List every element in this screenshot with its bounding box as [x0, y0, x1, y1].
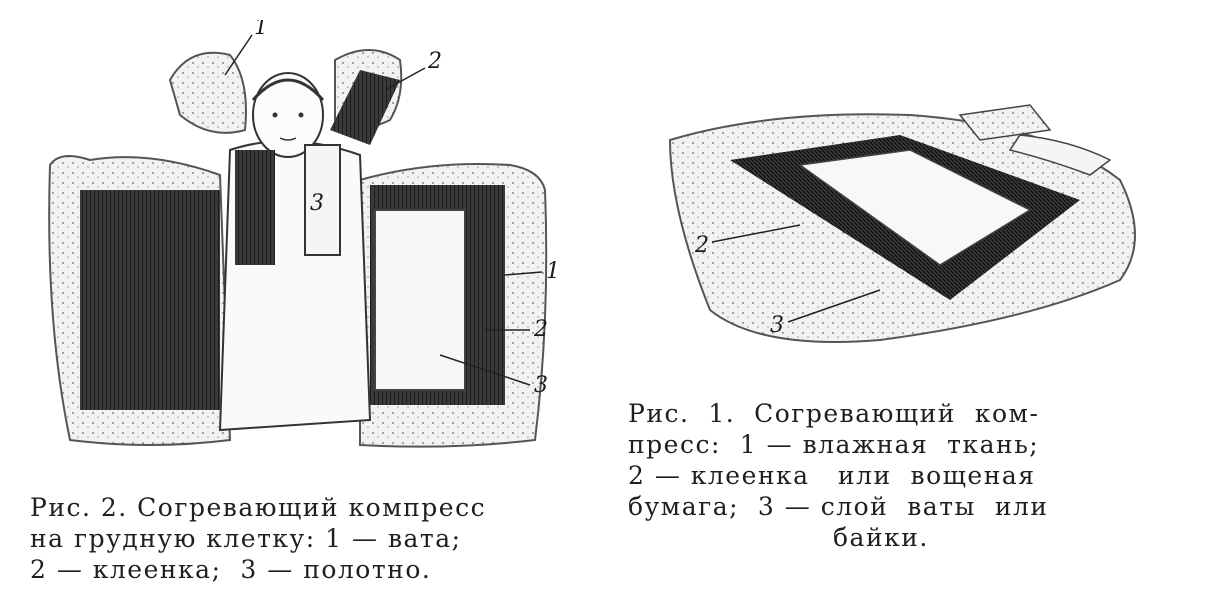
figure-1-caption: Рис. 1. Согревающий ком- пресс: 1 — влаж…	[628, 398, 1198, 553]
cotton-wool-top-left	[168, 51, 247, 134]
caption-line: 2 — клеенка; 3 — полотно.	[30, 555, 432, 584]
caption-line: Рис. 2. Согревающий компресс	[30, 493, 487, 522]
callout-3-right: 3	[534, 373, 548, 398]
linen-right	[374, 209, 466, 391]
figure-1-illustration: 2 3	[668, 104, 1136, 343]
oilcloth-left	[80, 190, 220, 410]
caption-line: Рис. 1. Согревающий ком-	[628, 399, 1040, 428]
oilcloth-top-right	[330, 70, 400, 145]
callout-3-mid: 3	[310, 191, 324, 216]
moist-cloth-layer	[798, 149, 1032, 266]
callout-1-right: 1	[546, 259, 560, 284]
child-head	[252, 72, 324, 158]
figure-2-caption: Рис. 2. Согревающий компресс на грудную …	[30, 492, 620, 585]
callout-2-right: 2	[533, 317, 548, 342]
callout-3: 3	[770, 313, 784, 338]
folded-cloth	[958, 104, 1052, 141]
figure-2-illustration: 1 2 3 1 2 3	[48, 20, 560, 448]
caption-line: на грудную клетку: 1 — вата;	[30, 524, 462, 553]
oilcloth-strap-left	[235, 150, 275, 265]
folded-cotton	[1008, 134, 1112, 176]
caption-line: 2 — клеенка или вощеная	[628, 461, 1036, 490]
callout-2-top: 2	[427, 49, 442, 74]
caption-line: бумага; 3 — слой ваты или	[628, 492, 1049, 521]
callout-2: 2	[694, 233, 709, 258]
caption-line: пресс: 1 — влажная ткань;	[628, 430, 1040, 459]
linen-strap	[304, 144, 341, 256]
caption-line: байки.	[833, 523, 929, 552]
callout-1-top: 1	[254, 20, 268, 40]
